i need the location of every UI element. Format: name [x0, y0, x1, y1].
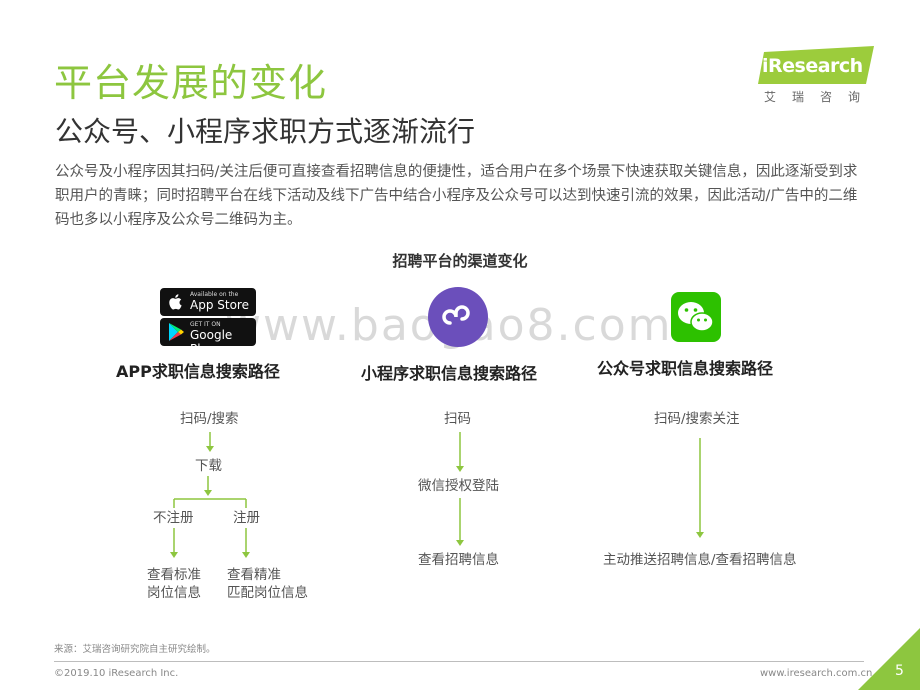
section-title: 招聘平台的渠道变化 — [392, 252, 528, 270]
appstore-big-text: App Store — [190, 298, 249, 312]
app-result-precise: 查看精准 匹配岗位信息 — [227, 566, 308, 602]
mini-step-wechat-login: 微信授权登陆 — [418, 478, 499, 494]
appstore-small-text: Available on the — [190, 291, 239, 298]
app-result-precise-line2: 匹配岗位信息 — [227, 585, 308, 601]
google-play-icon — [169, 323, 184, 341]
app-store-badge: Available on the App Store — [160, 288, 256, 316]
google-play-badge: GET IT ON Google Play — [160, 318, 256, 356]
mini-step-scan: 扫码 — [444, 411, 471, 427]
logo-subtext: 艾瑞咨询 — [764, 90, 877, 104]
app-step-scan-search: 扫码/搜索 — [180, 411, 239, 427]
iresearch-logo: iResearch 艾瑞咨询 — [758, 46, 876, 108]
app-result-standard: 查看标准 岗位信息 — [147, 566, 201, 602]
intro-paragraph: 公众号及小程序因其扫码/关注后便可直接查看招聘信息的便捷性，适合用户在多个场景下… — [55, 164, 858, 228]
app-step-download: 下载 — [195, 458, 222, 474]
logo-text: iResearch — [762, 55, 863, 77]
copyright: ©2019.10 iResearch Inc. — [54, 668, 179, 679]
website-url: www.iresearch.com.cn — [760, 668, 873, 679]
app-result-standard-line2: 岗位信息 — [147, 585, 201, 601]
mini-program-column-title: 小程序求职信息搜索路径 — [361, 364, 538, 383]
page-title: 平台发展的变化 — [54, 61, 328, 105]
official-step-push-view: 主动推送招聘信息/查看招聘信息 — [603, 552, 797, 568]
official-step-scan-follow: 扫码/搜索关注 — [654, 411, 740, 427]
source-note: 来源：艾瑞咨询研究院自主研究绘制。 — [54, 644, 216, 655]
app-result-precise-line1: 查看精准 — [227, 567, 281, 583]
app-result-standard-line1: 查看标准 — [147, 567, 201, 583]
wechat-icon — [671, 292, 721, 342]
mini-program-icon — [428, 287, 488, 347]
mini-step-view-jobs: 查看招聘信息 — [418, 552, 499, 568]
page-number: 5 — [895, 663, 904, 679]
official-account-column-title: 公众号求职信息搜索路径 — [597, 359, 774, 378]
app-column-title: APP求职信息搜索路径 — [116, 362, 280, 381]
app-branch-no-register: 不注册 — [153, 510, 194, 526]
logo-background — [758, 46, 874, 84]
apple-icon — [169, 294, 182, 310]
googleplay-small-text: GET IT ON — [190, 321, 221, 328]
footer-divider — [54, 661, 864, 662]
page-subtitle: 公众号、小程序求职方式逐渐流行 — [55, 115, 476, 148]
app-branch-register: 注册 — [233, 510, 260, 526]
googleplay-big-text: Google Play — [190, 328, 233, 356]
